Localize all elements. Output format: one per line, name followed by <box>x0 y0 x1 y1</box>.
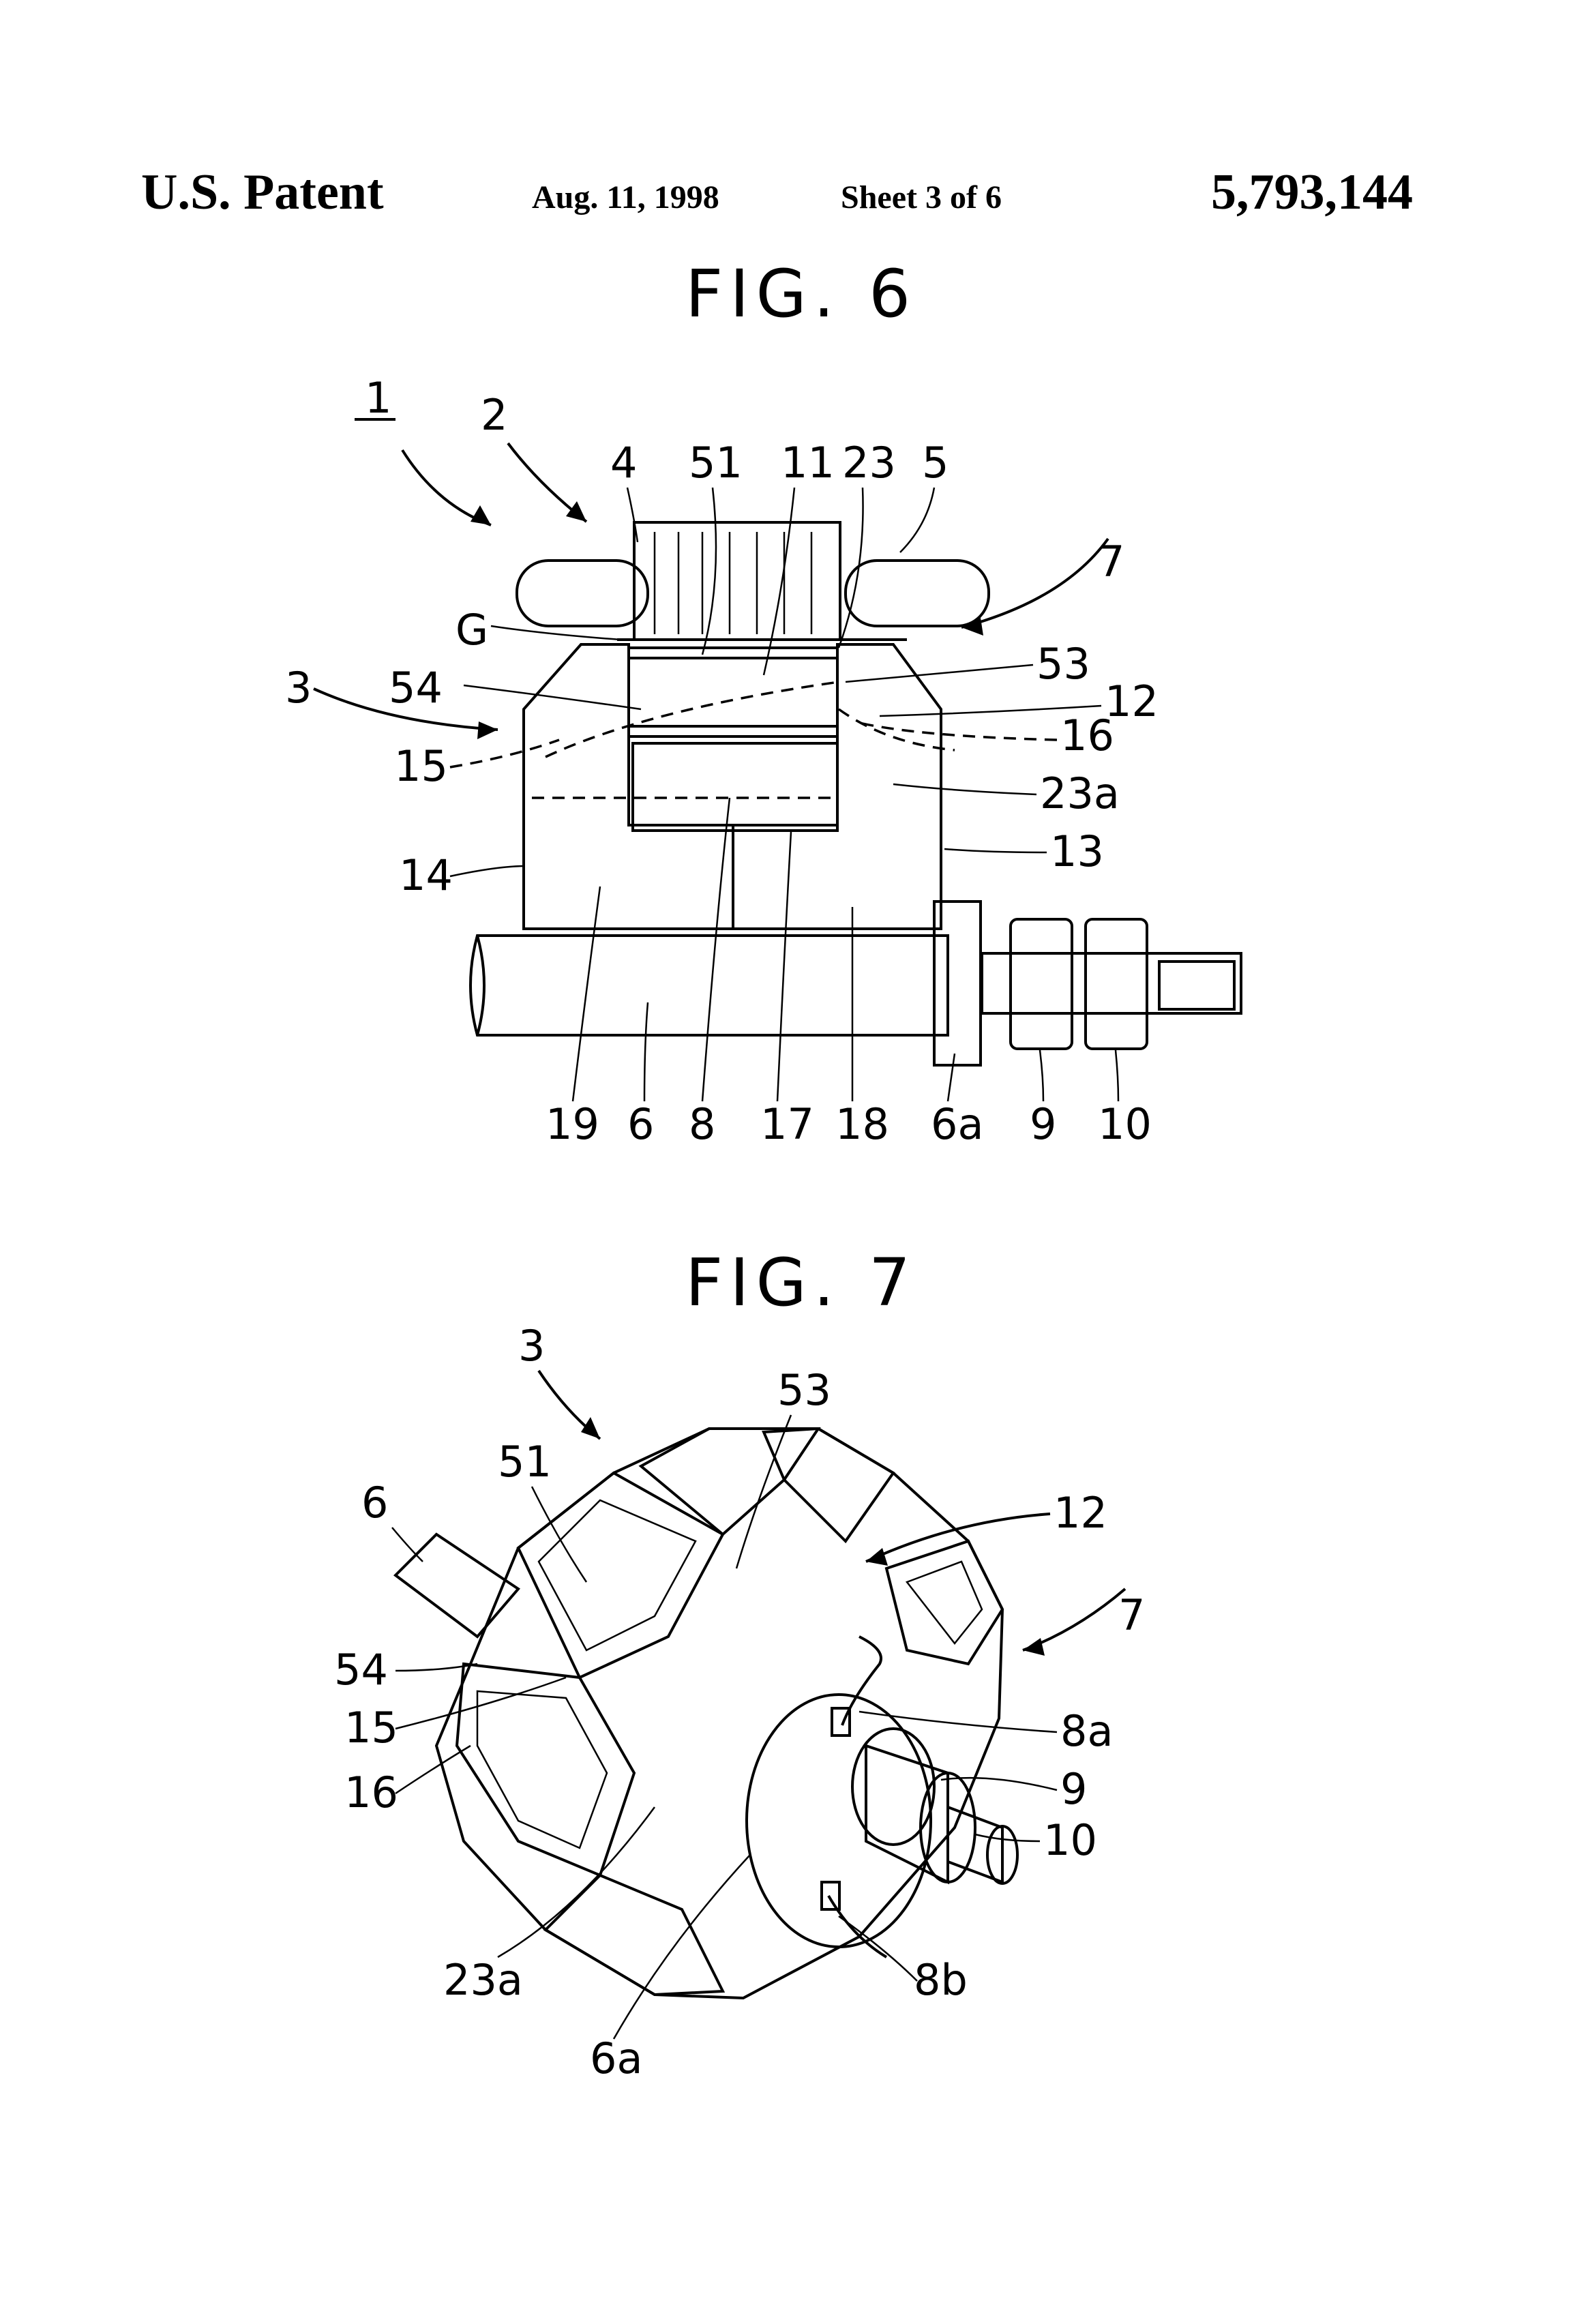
slip-ring-9 <box>1011 919 1072 1049</box>
fig7-label-9: 9 <box>1060 1764 1087 1814</box>
fig6-label-11: 11 <box>781 438 835 488</box>
fig6-label-4: 4 <box>610 438 637 488</box>
fig7-label-8b: 8b <box>914 1955 968 2005</box>
fig6-label-5: 5 <box>922 438 949 488</box>
fig6-label-2: 2 <box>481 390 507 440</box>
fig7-label-3: 3 <box>518 1321 545 1371</box>
slip-ring-10 <box>1086 919 1147 1049</box>
fig7-label-51: 51 <box>498 1437 552 1487</box>
slip-ring-9 <box>866 1746 948 1882</box>
fig6-labels: 1 2 4 51 11 23 5 7 G 53 3 54 12 16 15 23… <box>285 373 1159 1149</box>
fig6-label-23: 23 <box>842 438 896 488</box>
stator-core <box>634 522 840 640</box>
fig7-label-12: 12 <box>1054 1488 1107 1538</box>
fig6-label-23a: 23a <box>1040 769 1120 818</box>
fig7-label-6a: 6a <box>590 2034 642 2083</box>
fig6-label-17: 17 <box>760 1099 814 1149</box>
fig6-label-G: G <box>456 605 488 655</box>
magnet <box>629 658 837 726</box>
fig6-label-13: 13 <box>1050 826 1104 876</box>
field-coil <box>633 743 837 831</box>
fig6-label-3: 3 <box>285 663 312 713</box>
fig7-label-54: 54 <box>334 1645 388 1695</box>
fig6-label-1: 1 <box>365 373 391 423</box>
fig7-label-10: 10 <box>1043 1815 1097 1865</box>
fig6-drawing <box>471 522 1241 1065</box>
fig6-label-8: 8 <box>689 1099 715 1149</box>
fig7-label-7: 7 <box>1118 1590 1145 1640</box>
rotor-body <box>436 1429 1002 1998</box>
fig6-label-54: 54 <box>389 663 443 713</box>
fig7-label-15: 15 <box>344 1703 398 1753</box>
fig7-label-8a: 8a <box>1060 1706 1113 1756</box>
fig6-label-19: 19 <box>546 1099 599 1149</box>
fig6-label-6a: 6a <box>931 1099 983 1149</box>
fig6-label-6: 6 <box>627 1099 654 1149</box>
fig6-label-15: 15 <box>394 741 448 791</box>
fig7-drawing <box>395 1429 1017 1998</box>
fig6-label-18: 18 <box>835 1099 889 1149</box>
fig6-label-53: 53 <box>1036 639 1090 689</box>
fig7-label-6: 6 <box>361 1478 388 1528</box>
fig7-label-23a: 23a <box>443 1955 523 2005</box>
fig6-label-16: 16 <box>1060 711 1114 760</box>
fig6-label-14: 14 <box>399 850 453 900</box>
fig6-label-51: 51 <box>689 438 743 488</box>
fig7-label-53: 53 <box>777 1365 831 1415</box>
fig7-label-16: 16 <box>344 1768 398 1817</box>
fig6-label-7: 7 <box>1098 537 1124 586</box>
fig6-label-10: 10 <box>1098 1099 1152 1149</box>
stator-coil-left <box>517 561 648 626</box>
stator-coil-right <box>846 561 989 626</box>
fig6-label-9: 9 <box>1030 1099 1056 1149</box>
